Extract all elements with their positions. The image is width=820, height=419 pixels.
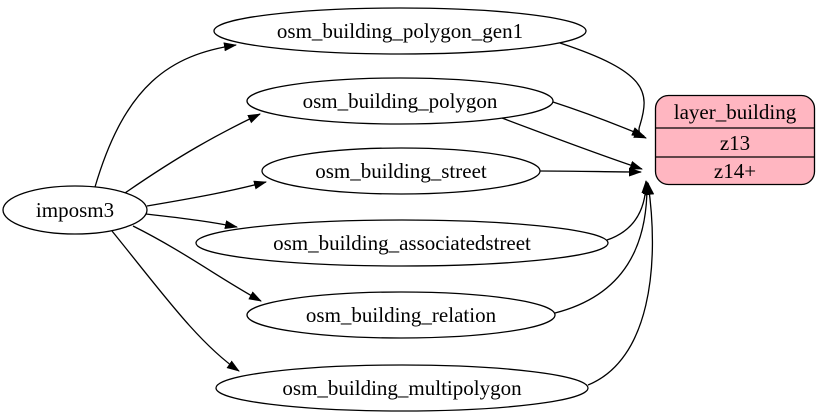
polygon-ellipse [246, 77, 554, 125]
node-osm-building-polygon-gen1: osm_building_polygon_gen1 [213, 7, 587, 55]
associatedstreet-ellipse [195, 219, 609, 267]
layer-building-row-z13: z13 [720, 131, 750, 155]
edge-polygon-to-z14 [501, 117, 643, 170]
edge-imposm3-to-multipolygon [111, 230, 240, 372]
node-osm-building-street: osm_building_street [261, 147, 541, 195]
edge-imposm3-to-polygon-gen1 [94, 42, 237, 188]
multipolygon-ellipse [215, 364, 589, 412]
street-label: osm_building_street [315, 159, 487, 183]
imposm3-label: imposm3 [36, 198, 114, 222]
edge-imposm3-to-relation [132, 225, 262, 302]
polygon-gen1-ellipse [213, 7, 587, 55]
edge-imposm3-to-associatedstreet [145, 213, 238, 230]
edge-imposm3-to-polygon [124, 113, 261, 194]
edge-street-to-z14 [539, 167, 642, 177]
edge-relation-to-z14 [554, 181, 652, 314]
edge-polygon-to-z13 [552, 101, 645, 137]
relation-ellipse [246, 291, 556, 339]
node-osm-building-associatedstreet: osm_building_associatedstreet [195, 219, 609, 267]
node-imposm3: imposm3 [2, 185, 148, 235]
layer-building-box [654, 94, 816, 186]
polygon-gen1-label: osm_building_polygon_gen1 [277, 19, 523, 43]
associatedstreet-label: osm_building_associatedstreet [273, 231, 531, 255]
edge-polygon-gen1-to-z13 [559, 42, 647, 139]
node-osm-building-relation: osm_building_relation [246, 291, 556, 339]
node-osm-building-polygon: osm_building_polygon [246, 77, 554, 125]
imposm3-ellipse [2, 185, 148, 235]
edge-imposm3-to-street [146, 180, 267, 207]
edge-associatedstreet-to-z14 [606, 180, 651, 241]
edges [94, 42, 655, 386]
node-layer-building: layer_building z13 z14+ [654, 94, 816, 186]
edge-multipolygon-to-z14 [587, 182, 655, 386]
relation-label: osm_building_relation [306, 303, 497, 327]
polygon-label: osm_building_polygon [303, 89, 498, 113]
node-osm-building-multipolygon: osm_building_multipolygon [215, 364, 589, 412]
layer-building-row-z14: z14+ [714, 159, 756, 183]
layer-building-title: layer_building [674, 100, 797, 124]
multipolygon-label: osm_building_multipolygon [282, 376, 522, 400]
